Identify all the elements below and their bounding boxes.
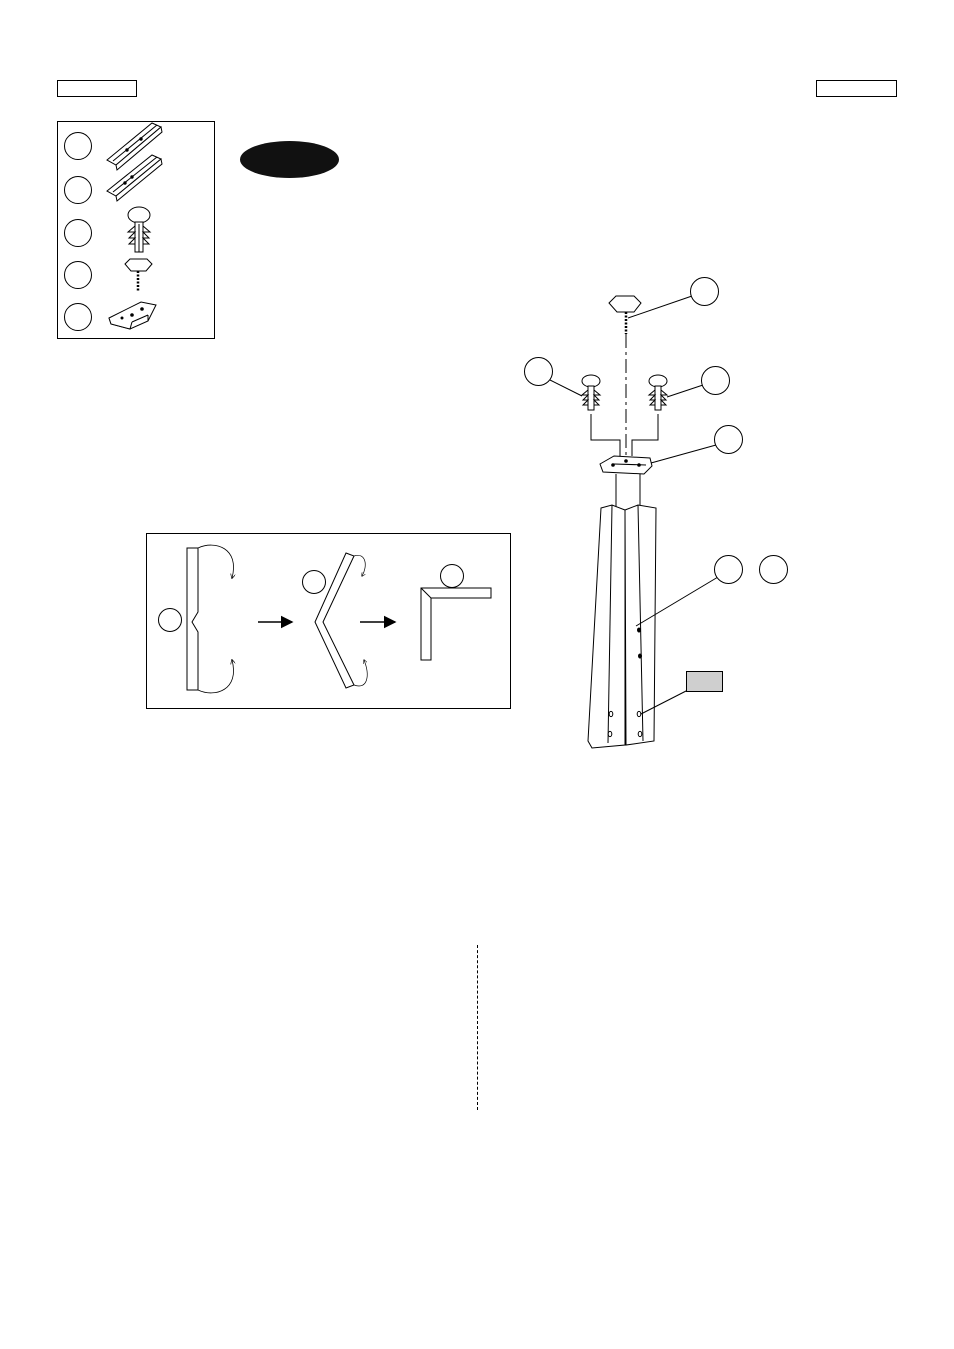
long-bracket-icon bbox=[106, 154, 163, 202]
leveling-foot-icon bbox=[608, 295, 642, 334]
leader-line bbox=[666, 384, 704, 398]
part-callout-3 bbox=[64, 219, 92, 247]
header-right-label bbox=[816, 80, 897, 97]
assembly-callout-post-a bbox=[714, 555, 743, 584]
assembly-callout-rivet-left bbox=[524, 357, 553, 386]
fold-arrow-icon bbox=[197, 544, 234, 578]
part-callout-4 bbox=[64, 261, 92, 289]
fold-arrow-icon bbox=[353, 660, 368, 687]
leader-line bbox=[635, 576, 719, 627]
assembly-callout-post-b bbox=[759, 555, 788, 584]
long-bracket-icon bbox=[106, 122, 163, 171]
part-callout-2 bbox=[64, 176, 92, 204]
post-leg-shape bbox=[587, 504, 657, 749]
dotted-divider bbox=[477, 945, 478, 1110]
plastic-rivet-icon bbox=[647, 374, 669, 411]
assembly-callout-rivet-right bbox=[701, 366, 730, 395]
leader-line bbox=[640, 689, 689, 715]
part-callout-1 bbox=[64, 132, 92, 160]
plastic-rivet-icon bbox=[126, 206, 152, 253]
leveling-foot-icon bbox=[124, 258, 153, 292]
flat-strip-shape bbox=[186, 547, 199, 691]
header-left-label bbox=[57, 80, 137, 97]
assembly-callout-block bbox=[714, 425, 743, 454]
step-badge bbox=[240, 141, 339, 178]
guide-line bbox=[631, 414, 659, 456]
fold-arrow-icon bbox=[353, 554, 366, 576]
fold-arrow-icon bbox=[197, 660, 234, 694]
note-label bbox=[686, 671, 723, 692]
fold-callout-1 bbox=[158, 608, 182, 632]
corner-block-icon bbox=[108, 301, 157, 330]
fold-diagram-panel bbox=[146, 533, 511, 709]
fold-callout-2 bbox=[302, 570, 326, 594]
corner-block-icon bbox=[599, 455, 653, 475]
leader-line bbox=[549, 379, 583, 397]
l-angle-shape bbox=[420, 587, 492, 661]
plastic-rivet-icon bbox=[580, 374, 602, 411]
leader-line bbox=[650, 444, 717, 464]
parts-list-panel bbox=[57, 121, 215, 339]
assembly-callout-foot bbox=[690, 277, 719, 306]
part-callout-5 bbox=[64, 303, 92, 331]
guide-line bbox=[590, 414, 621, 456]
leader-line bbox=[627, 295, 693, 319]
